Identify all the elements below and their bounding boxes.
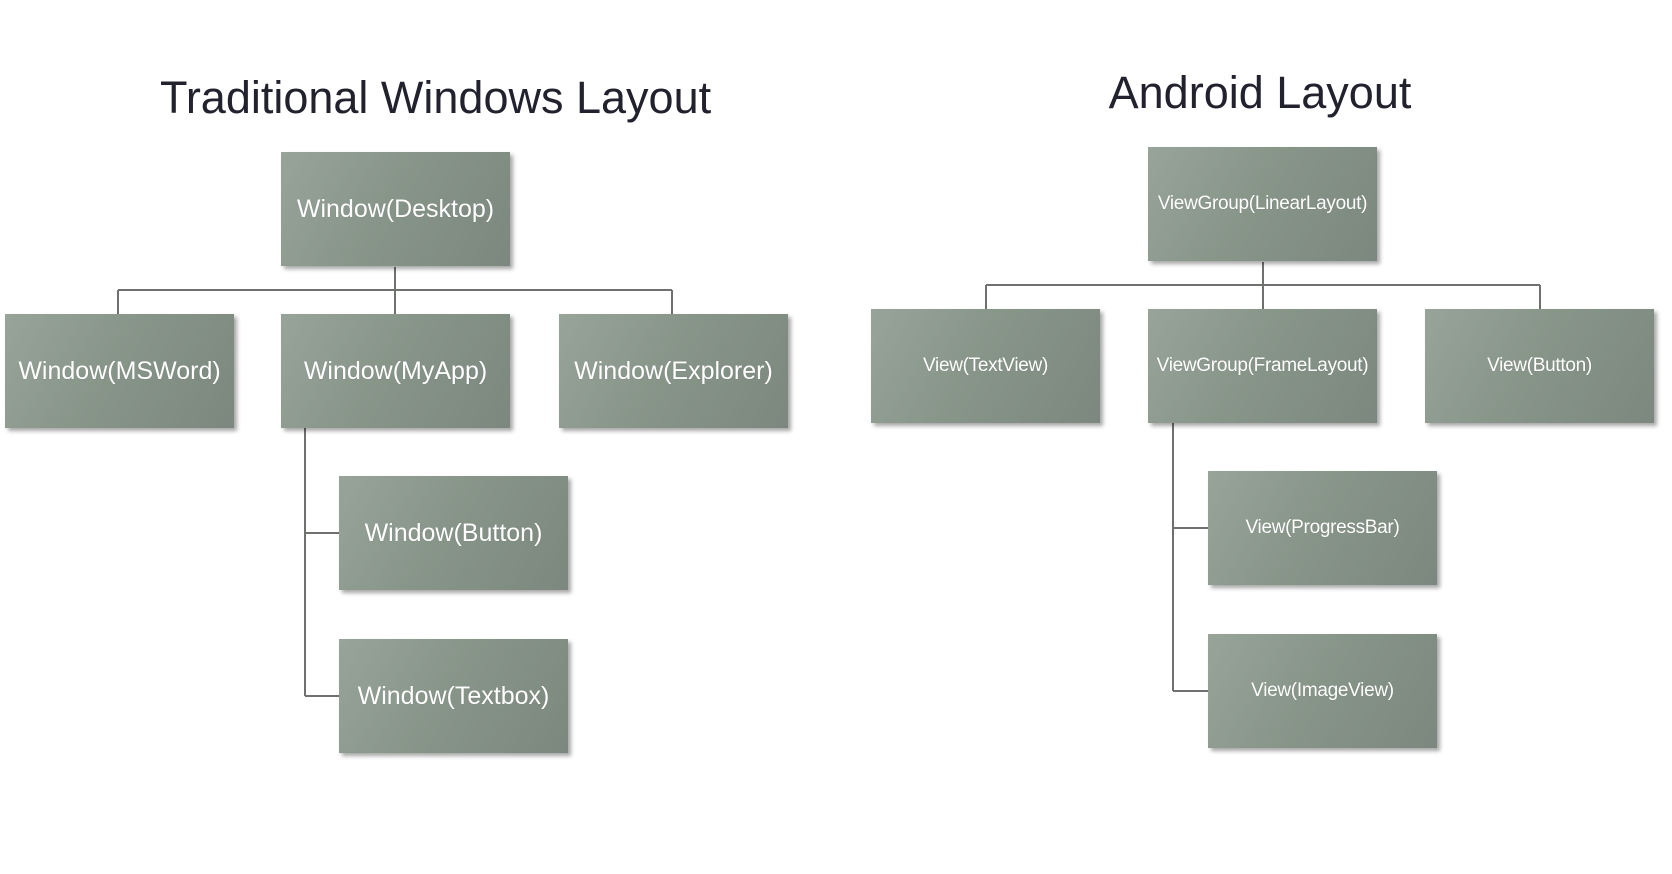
node-view-textview: View(TextView) xyxy=(871,309,1100,423)
node-viewgroup-framelayout: ViewGroup(FrameLayout) xyxy=(1148,309,1377,423)
node-view-button: View(Button) xyxy=(1425,309,1654,423)
node-window-desktop: Window(Desktop) xyxy=(281,152,510,266)
node-view-imageview: View(ImageView) xyxy=(1208,634,1437,748)
node-window-msword: Window(MSWord) xyxy=(5,314,234,428)
android-layout-title: Android Layout xyxy=(1108,67,1412,118)
node-window-textbox: Window(Textbox) xyxy=(339,639,568,753)
node-viewgroup-linearlayout: ViewGroup(LinearLayout) xyxy=(1148,147,1377,261)
node-window-myapp: Window(MyApp) xyxy=(281,314,510,428)
windows-layout-title: Traditional Windows Layout xyxy=(160,72,712,123)
node-view-progressbar: View(ProgressBar) xyxy=(1208,471,1437,585)
node-window-explorer: Window(Explorer) xyxy=(559,314,788,428)
node-window-button: Window(Button) xyxy=(339,476,568,590)
